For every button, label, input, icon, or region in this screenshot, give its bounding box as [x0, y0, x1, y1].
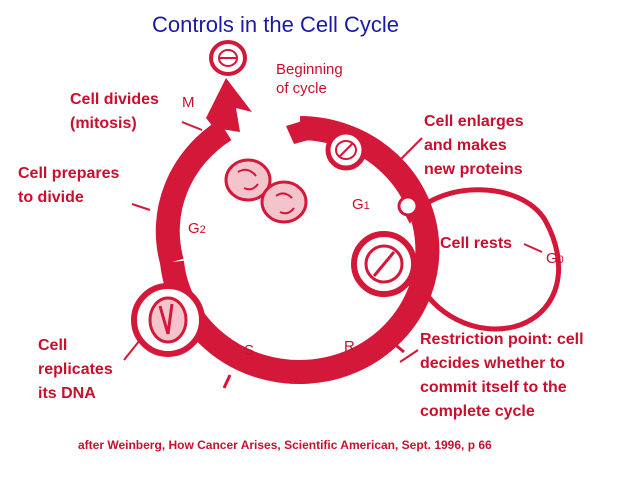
replicates-line-3: its DNA	[38, 385, 96, 402]
prepares-label: Cell prepares to divide	[18, 162, 119, 210]
beginning-line-1: Beginning	[276, 61, 343, 78]
restriction-line-3: commit itself to the	[420, 379, 567, 396]
g1-phase-label: G1	[352, 196, 370, 213]
restriction-label: Restriction point: cell decides whether …	[420, 328, 584, 424]
replicates-line-2: replicates	[38, 361, 113, 378]
main-cycle-ring	[160, 116, 440, 384]
g2-tick	[159, 248, 176, 257]
g0-subscript: 0	[557, 254, 564, 266]
mitosis-arrowhead	[206, 78, 252, 132]
mitosis-arm	[155, 119, 232, 266]
dividing-cell	[224, 158, 308, 224]
g0-phase-label: G0	[546, 250, 564, 267]
pointer-replicates	[123, 339, 141, 361]
source-credit: after Weinberg, How Cancer Arises, Scien…	[78, 438, 492, 452]
restriction-line-4: complete cycle	[420, 403, 535, 420]
g1-subscript: 1	[363, 200, 370, 212]
restriction-line-1: Restriction point: cell	[420, 331, 584, 348]
rests-label: Cell rests	[440, 235, 513, 252]
beginning-line-2: of cycle	[276, 80, 327, 97]
pointer-divides	[181, 121, 203, 131]
r-point-label: R	[344, 338, 355, 355]
beginning-arrowhead	[286, 118, 316, 144]
r-tick	[391, 340, 405, 354]
pointer-enlarges	[391, 137, 423, 169]
pointer-restriction	[399, 349, 419, 363]
cell-g0-junction	[397, 195, 419, 217]
cell-top	[209, 40, 247, 76]
restriction-line-2: decides whether to	[420, 355, 565, 372]
prepares-line-2: to divide	[18, 189, 84, 206]
g2-subscript: 2	[199, 224, 206, 236]
s-phase-label: S	[244, 342, 255, 359]
divides-line-1: Cell divides	[70, 91, 159, 108]
g0-resting-loop	[408, 187, 562, 332]
replicates-line-1: Cell	[38, 337, 68, 354]
g1-letter: G	[352, 196, 364, 213]
g0-letter: G	[546, 250, 558, 267]
cell-g1	[325, 129, 367, 171]
pointer-rests	[523, 243, 543, 253]
page-title: Controls in the Cell Cycle	[152, 12, 399, 37]
cell-restriction	[351, 231, 417, 297]
enlarges-line-2: and makes	[424, 137, 507, 154]
enlarges-line-3: new proteins	[424, 161, 523, 178]
beginning-label: Beginning of cycle	[276, 60, 343, 98]
enlarges-line-1: Cell enlarges	[424, 113, 524, 130]
g2-phase-label: G2	[188, 220, 206, 237]
g2-letter: G	[188, 220, 200, 237]
divides-line-2: (mitosis)	[70, 115, 137, 132]
pointer-prepares	[131, 203, 151, 211]
replicates-label: Cell replicates its DNA	[38, 334, 113, 406]
cell-s-phase	[131, 283, 205, 357]
enlarges-label: Cell enlarges and makes new proteins	[424, 110, 524, 182]
m-phase-label: M	[182, 94, 195, 111]
prepares-line-1: Cell prepares	[18, 165, 120, 182]
s-tick	[222, 374, 232, 389]
divides-label: Cell divides (mitosis)	[70, 88, 159, 136]
